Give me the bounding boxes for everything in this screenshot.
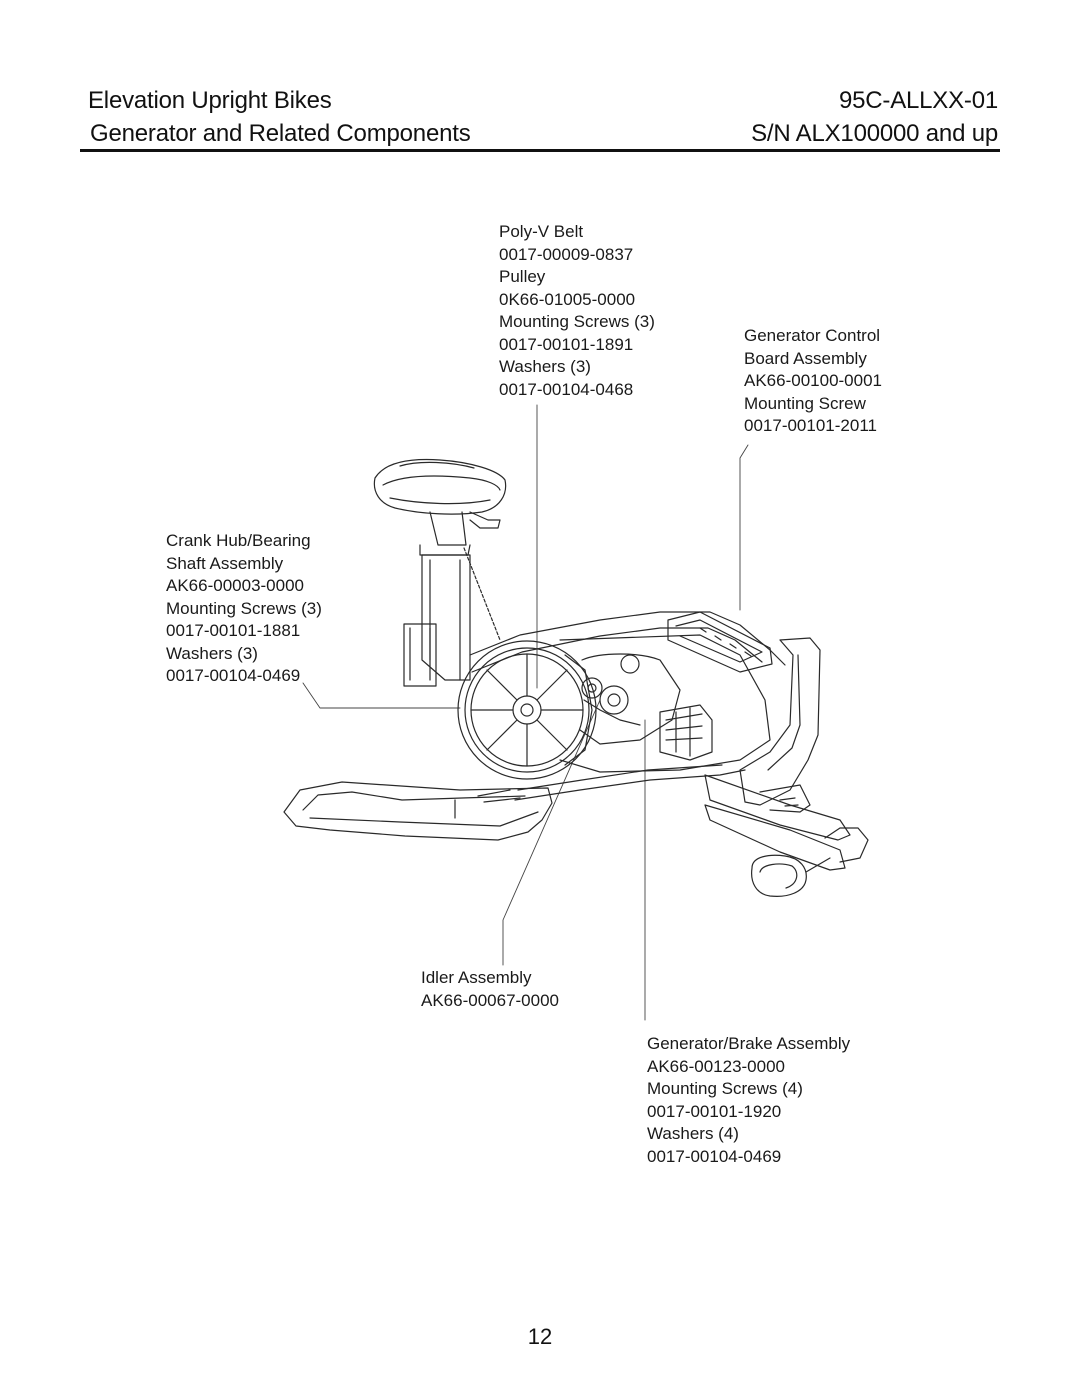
callout-line: 0017-00101-1891 bbox=[499, 334, 634, 354]
callout-line: AK66-00003-0000 bbox=[166, 576, 305, 595]
model-code: 95C-ALLXX-01 bbox=[838, 87, 998, 114]
callout-poly-v-belt: Poly-V Belt 0017-00009-0837 Pulley 0K66-… bbox=[499, 221, 655, 401]
callout-line: Crank Hub/Bearing bbox=[166, 531, 311, 550]
callout-line: 0017-00009-0837 bbox=[499, 244, 634, 264]
callout-line: Generator/Brake Assembly bbox=[647, 1034, 851, 1053]
callout-line: 0017-00101-1920 bbox=[647, 1101, 782, 1121]
callout-line: Mounting Screw bbox=[744, 393, 866, 413]
callout-line: 0017-00104-0469 bbox=[166, 666, 301, 685]
leader-crank bbox=[302, 682, 461, 709]
callout-generator-brake: Generator/Brake Assembly AK66-00123-0000… bbox=[647, 1033, 850, 1168]
leader-idler bbox=[502, 699, 601, 966]
header-rule bbox=[80, 149, 1000, 152]
callout-line: 0017-00101-2011 bbox=[744, 416, 877, 435]
callout-line: Pulley bbox=[499, 267, 546, 286]
leader-gen-board bbox=[739, 444, 749, 611]
document-title: Elevation Upright Bikes bbox=[88, 87, 332, 114]
serial-range: S/N ALX100000 and up bbox=[751, 120, 998, 147]
callout-line: Washers (3) bbox=[166, 643, 258, 663]
generator-board bbox=[667, 611, 773, 673]
callout-idler-assembly: Idler Assembly AK66-00067-0000 bbox=[421, 967, 559, 1012]
callout-line: Washers (4) bbox=[647, 1124, 739, 1143]
callout-line: Board Assembly bbox=[744, 348, 867, 368]
callout-crank-hub: Crank Hub/Bearing Shaft Assembly AK66-00… bbox=[166, 530, 322, 688]
callout-line: Mounting Screws (4) bbox=[647, 1079, 803, 1098]
callout-line: AK66-00067-0000 bbox=[421, 990, 560, 1010]
callout-line: 0017-00104-0468 bbox=[499, 379, 634, 399]
main-frame bbox=[469, 611, 851, 841]
callout-line: Shaft Assembly bbox=[166, 553, 284, 573]
callout-line: 0017-00101-1881 bbox=[166, 621, 301, 640]
callout-line: Mounting Screws (3) bbox=[499, 312, 655, 331]
seat-assembly bbox=[373, 458, 507, 687]
rear-stabilizer bbox=[704, 804, 869, 897]
callout-line: 0K66-01005-0000 bbox=[499, 289, 636, 309]
callout-line: Idler Assembly bbox=[421, 968, 532, 987]
callout-line: AK66-00123-0000 bbox=[647, 1056, 786, 1076]
leader-lines bbox=[302, 404, 749, 1021]
section-title: Generator and Related Components bbox=[90, 120, 471, 147]
callout-generator-control-board: Generator Control Board Assembly AK66-00… bbox=[744, 325, 882, 438]
callout-line: Generator Control bbox=[744, 326, 881, 345]
drive-components bbox=[579, 653, 713, 761]
front-foot bbox=[283, 781, 553, 841]
page-number: 12 bbox=[527, 1324, 553, 1349]
callout-line: 0017-00104-0469 bbox=[647, 1146, 782, 1166]
callout-line: Poly-V Belt bbox=[499, 222, 584, 241]
callout-line: Mounting Screws (3) bbox=[166, 598, 322, 618]
callout-line: Washers (3) bbox=[499, 357, 591, 376]
callout-line: AK66-00100-0001 bbox=[744, 371, 883, 390]
flywheel bbox=[457, 640, 597, 780]
